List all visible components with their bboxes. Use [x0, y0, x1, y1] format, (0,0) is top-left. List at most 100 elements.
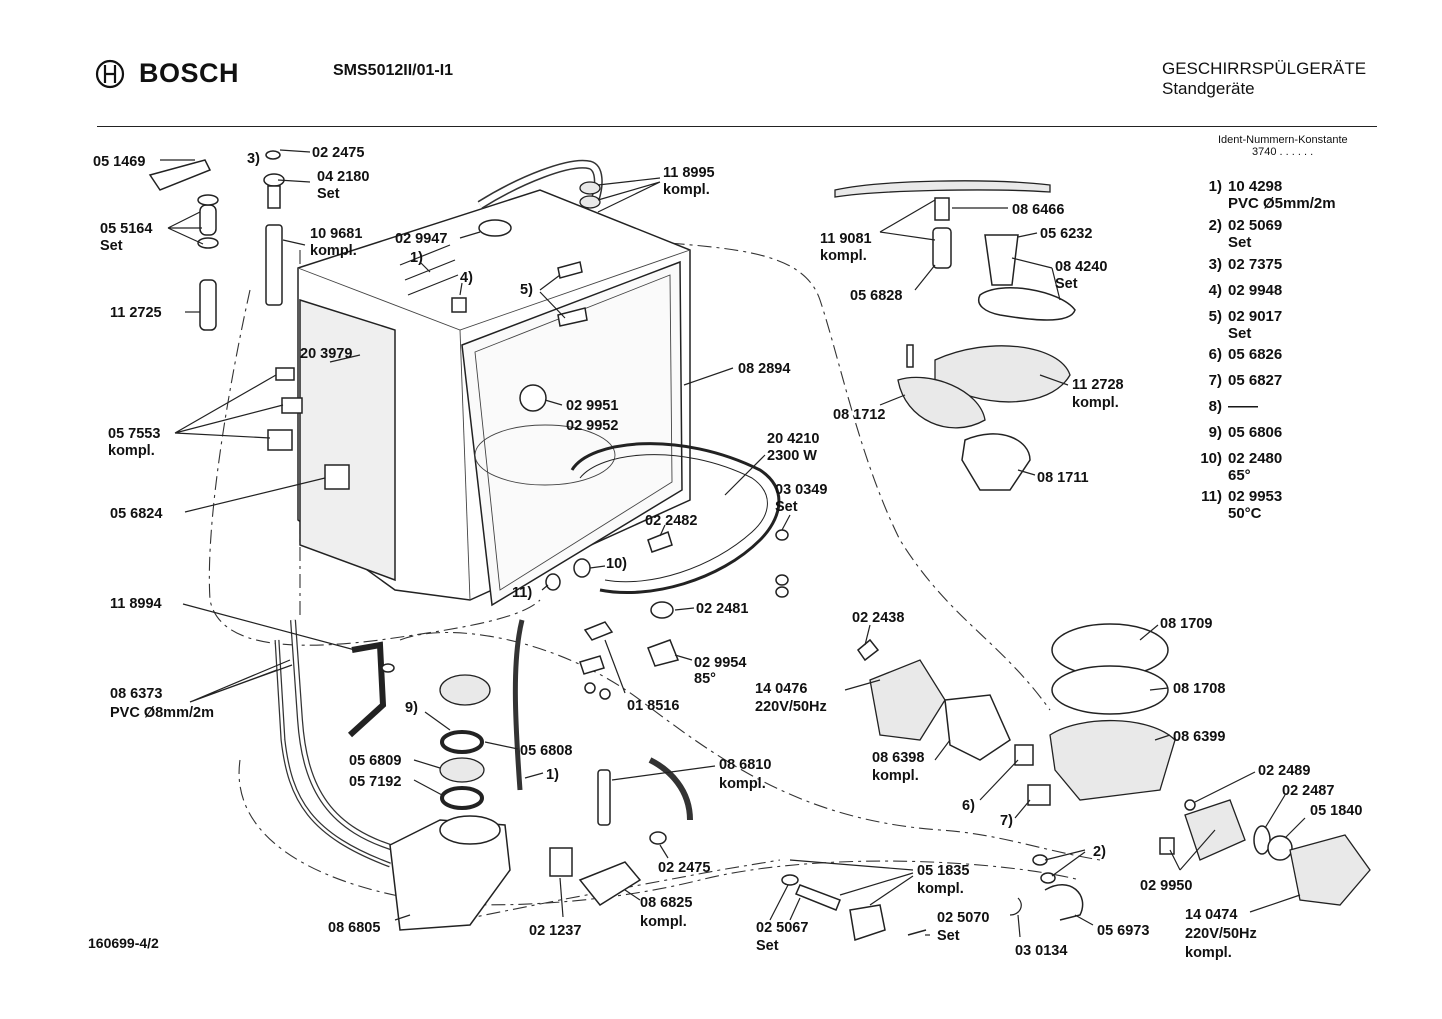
label-030134: 03 0134: [1015, 943, 1067, 959]
part-10: [573, 558, 591, 578]
side-panel: [299, 298, 396, 582]
legend-row: 6)05 6826: [1208, 346, 1283, 363]
label-set: Set: [937, 928, 960, 944]
label-081711: 08 1711: [1037, 470, 1089, 486]
label-022481: 02 2481: [696, 601, 748, 617]
part-022481: [650, 601, 674, 619]
label-018516: 01 8516: [627, 698, 679, 714]
label-022475: 02 2475: [658, 860, 710, 876]
part-030134: [1009, 897, 1022, 916]
part-086810: [597, 769, 611, 826]
tub-floor-ring: [474, 424, 616, 486]
label-2300w: 2300 W: [767, 448, 817, 464]
outline-lower: [459, 859, 781, 921]
legend-row: 7)05 6827: [1208, 372, 1283, 389]
label-022438: 02 2438: [852, 610, 904, 626]
brand-name: BOSCH: [139, 58, 240, 88]
part-081708: [1051, 665, 1169, 715]
label-025070: 02 5070: [937, 910, 989, 926]
label-086825: 08 6825: [640, 895, 692, 911]
label-kompl: kompl.: [872, 768, 919, 784]
outline-bottom: [238, 759, 1081, 906]
label-022482: 02 2482: [645, 513, 697, 529]
spray-arm: [834, 180, 1051, 198]
part-056809: [439, 757, 485, 783]
label-kompl: kompl.: [917, 881, 964, 897]
label-081709: 08 1709: [1160, 616, 1212, 632]
tube-1-vertical: [512, 619, 525, 791]
legend-row: 8)——: [1208, 398, 1258, 415]
label-kompl: kompl.: [719, 776, 766, 792]
part-11: [545, 573, 561, 591]
part-022489: [1184, 799, 1196, 811]
outline-left: [208, 289, 541, 646]
label-057192: 05 7192: [349, 774, 401, 790]
label-204210: 20 4210: [767, 431, 819, 447]
label-086398: 08 6398: [872, 750, 924, 766]
legend-row: 10)02 2480 65°: [1200, 450, 1283, 484]
label-084240: 08 4240: [1055, 259, 1107, 275]
label-055164: 05 5164: [100, 221, 152, 237]
part-025070: [907, 929, 927, 936]
part-084240: [978, 287, 1076, 321]
label-112725: 11 2725: [110, 305, 162, 321]
part-030349-b: [775, 574, 789, 586]
label-056808: 05 6808: [520, 743, 572, 759]
label-029947: 02 9947: [395, 231, 447, 247]
label-6: 6): [962, 798, 975, 814]
label-022475: 02 2475: [312, 145, 364, 161]
tube-086810-hose: [648, 757, 693, 821]
part-086805: [389, 819, 511, 931]
hose-086373-a-inner: [291, 619, 401, 852]
part-056824: [324, 464, 350, 490]
part-057553-c: [267, 429, 293, 451]
label-051835: 05 1835: [917, 863, 969, 879]
hose-086373-b-inner: [275, 639, 391, 867]
part-051840: [1267, 835, 1293, 861]
label-086466: 08 6466: [1012, 202, 1064, 218]
label-9: 9): [405, 700, 418, 716]
clip-118994: [381, 663, 395, 673]
label-kompl: kompl.: [108, 443, 155, 459]
legend-row: 11)02 9953 50°C: [1201, 488, 1283, 522]
label-051840: 05 1840: [1310, 803, 1362, 819]
label-140474: 14 0474: [1185, 907, 1237, 923]
part-022482: [647, 531, 673, 553]
part-140474: [1289, 834, 1371, 906]
label-119081: 11 9081: [820, 231, 872, 247]
label-set: Set: [1055, 276, 1078, 292]
label-203979: 20 3979: [300, 346, 352, 362]
part-081711: [961, 433, 1031, 491]
legend-row: 1)10 4298 PVC Ø5mm/2m: [1208, 178, 1336, 212]
label-029950: 02 9950: [1140, 878, 1192, 894]
label-056973: 05 6973: [1097, 923, 1149, 939]
label-056809: 05 6809: [349, 753, 401, 769]
label-1: 1): [546, 767, 559, 783]
clip-055164-top: [197, 194, 219, 206]
legend-row: 3)02 7375: [1208, 256, 1283, 273]
part-021237: [549, 847, 573, 877]
label-3: 3): [247, 151, 260, 167]
brand-block: BOSCH: [95, 58, 239, 89]
label-082894: 08 2894: [738, 361, 790, 377]
label-85: 85°: [694, 671, 716, 687]
label-022489: 02 2489: [1258, 763, 1310, 779]
part-086398: [944, 694, 1011, 761]
label-7: 7): [1000, 813, 1013, 829]
label-220v: 220V/50Hz: [1185, 926, 1257, 942]
legend-row: 4)02 9948: [1208, 282, 1283, 299]
label-kompl: kompl.: [640, 914, 687, 930]
part-081712: [897, 376, 986, 429]
part-2-b: [1040, 872, 1056, 884]
outline-sump: [399, 631, 1101, 861]
part-9-cap: [439, 674, 491, 706]
label-086399: 08 6399: [1173, 729, 1225, 745]
part-042180-stem: [267, 185, 281, 209]
part-030349-a: [775, 529, 789, 541]
label-086805: 08 6805: [328, 920, 380, 936]
part-056808: [440, 730, 484, 754]
legend-row: 2)02 5069 Set: [1208, 217, 1283, 251]
label-11: 11): [512, 585, 532, 601]
label-042180: 04 2180: [317, 169, 369, 185]
